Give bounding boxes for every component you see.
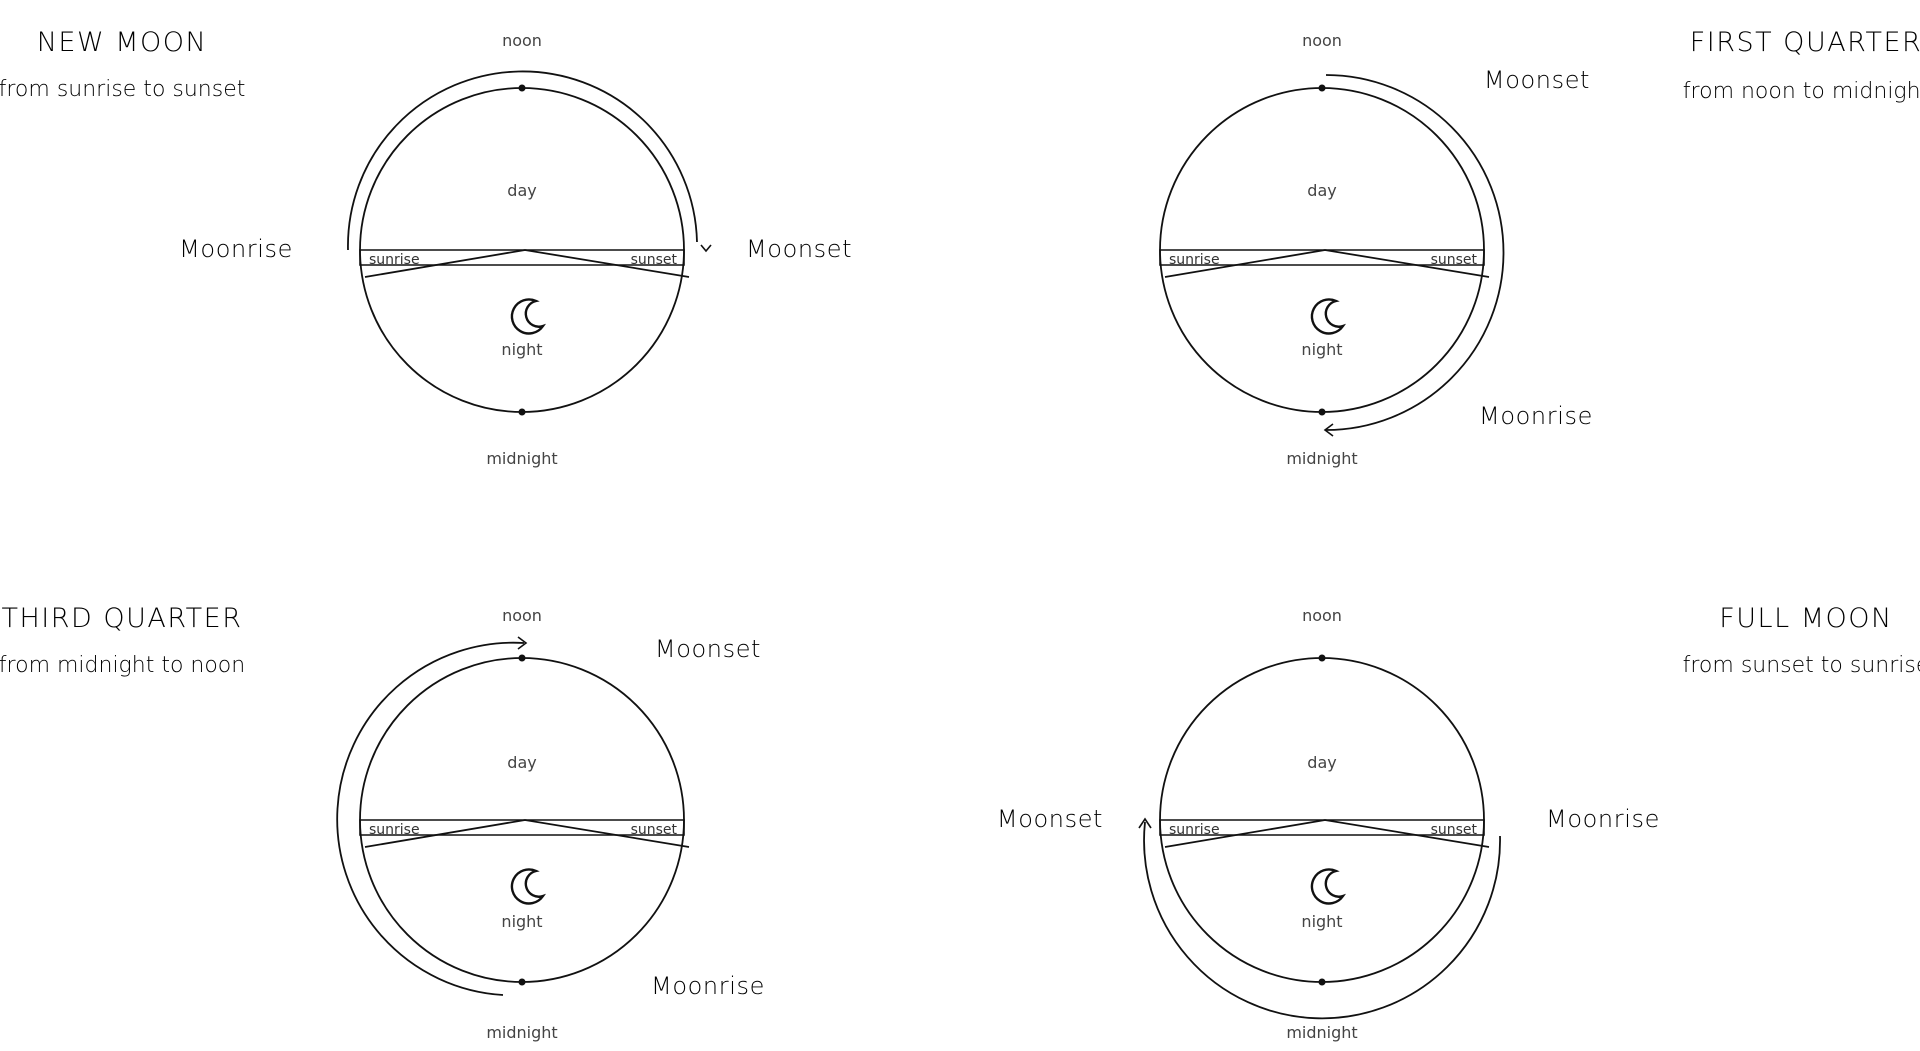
moonset-label: Moonset bbox=[1484, 66, 1590, 94]
label-sunrise: sunrise bbox=[1169, 252, 1220, 268]
label-midnight: midnight bbox=[486, 449, 557, 468]
moon-path-arc bbox=[1143, 821, 1501, 1020]
label-noon: noon bbox=[1302, 606, 1342, 625]
twilight-lines bbox=[364, 819, 690, 848]
phase-subtitle: from noon to midnight bbox=[1683, 79, 1920, 104]
arrowhead-icon bbox=[517, 636, 528, 650]
horizon-band bbox=[1159, 249, 1485, 266]
horizon-band bbox=[1159, 819, 1485, 836]
midnight-dot bbox=[518, 978, 526, 986]
phase-title: FULL MOON bbox=[1719, 603, 1892, 634]
label-day: day bbox=[507, 753, 536, 772]
twilight-lines bbox=[1164, 249, 1490, 278]
label-day: day bbox=[1307, 181, 1336, 200]
twilight-lines bbox=[364, 249, 690, 278]
twilight-lines bbox=[1164, 819, 1490, 848]
label-midnight: midnight bbox=[486, 1023, 557, 1042]
label-sunset: sunset bbox=[1431, 822, 1478, 838]
crescent-moon-icon bbox=[510, 298, 547, 335]
moonset-label: Moonset bbox=[746, 235, 852, 263]
noon-dot bbox=[1318, 84, 1326, 92]
panel-full-moon: FULL MOON from sunset to sunrise noon mi… bbox=[997, 603, 1920, 1042]
moonrise-label: Moonrise bbox=[1546, 805, 1660, 833]
phase-title: NEW MOON bbox=[37, 27, 208, 58]
arrowhead-icon bbox=[1323, 423, 1334, 437]
moonset-label: Moonset bbox=[997, 805, 1103, 833]
phase-title: THIRD QUARTER bbox=[2, 603, 243, 634]
arrowhead-icon bbox=[700, 244, 712, 253]
label-sunrise: sunrise bbox=[369, 252, 420, 268]
crescent-moon-icon bbox=[1310, 868, 1347, 905]
label-sunset: sunset bbox=[1431, 252, 1478, 268]
label-noon: noon bbox=[1302, 31, 1342, 50]
panel-first-quarter: FIRST QUARTER from noon to midnight noon… bbox=[1159, 27, 1920, 468]
panel-new-moon: NEW MOON from sunrise to sunset noon mid… bbox=[0, 27, 852, 468]
label-night: night bbox=[1301, 340, 1342, 359]
noon-dot bbox=[518, 654, 526, 662]
moon-path-arc bbox=[347, 70, 698, 251]
phase-subtitle: from sunrise to sunset bbox=[0, 77, 245, 102]
horizon-band bbox=[359, 819, 685, 836]
crescent-moon-icon bbox=[1310, 298, 1347, 335]
midnight-dot bbox=[1318, 408, 1326, 416]
label-midnight: midnight bbox=[1286, 1023, 1357, 1042]
label-sunrise: sunrise bbox=[1169, 822, 1220, 838]
midnight-dot bbox=[518, 408, 526, 416]
panel-third-quarter: THIRD QUARTER from midnight to noon noon… bbox=[0, 603, 765, 1042]
label-midnight: midnight bbox=[1286, 449, 1357, 468]
moonrise-label: Moonrise bbox=[179, 235, 293, 263]
noon-dot bbox=[1318, 654, 1326, 662]
moon-path-arc bbox=[1325, 74, 1505, 431]
midnight-dot bbox=[1318, 978, 1326, 986]
moonrise-label: Moonrise bbox=[651, 972, 765, 1000]
horizon-band bbox=[359, 249, 685, 266]
arrowhead-icon bbox=[1138, 817, 1152, 829]
label-noon: noon bbox=[502, 31, 542, 50]
phase-subtitle: from sunset to sunrise bbox=[1683, 653, 1920, 678]
label-night: night bbox=[501, 912, 542, 931]
crescent-moon-icon bbox=[510, 868, 547, 905]
label-night: night bbox=[501, 340, 542, 359]
moon-path-arc bbox=[336, 641, 525, 996]
label-noon: noon bbox=[502, 606, 542, 625]
noon-dot bbox=[518, 84, 526, 92]
label-sunset: sunset bbox=[631, 822, 678, 838]
label-sunset: sunset bbox=[631, 252, 678, 268]
phase-title: FIRST QUARTER bbox=[1690, 27, 1920, 58]
label-night: night bbox=[1301, 912, 1342, 931]
label-day: day bbox=[1307, 753, 1336, 772]
moonset-label: Moonset bbox=[655, 635, 761, 663]
moonrise-label: Moonrise bbox=[1479, 402, 1593, 430]
phase-subtitle: from midnight to noon bbox=[0, 653, 245, 678]
label-day: day bbox=[507, 181, 536, 200]
label-sunrise: sunrise bbox=[369, 822, 420, 838]
